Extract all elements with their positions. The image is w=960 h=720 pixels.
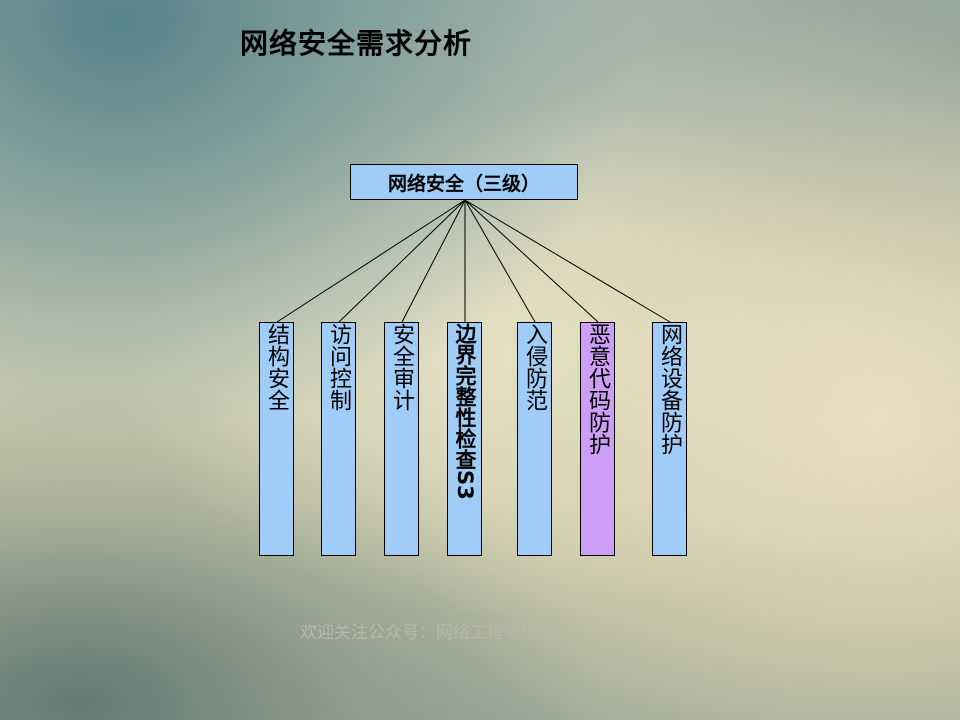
- node-malicious-code-protection: 恶意代码防护: [580, 322, 615, 556]
- node-label: 结构安全: [264, 323, 289, 411]
- node-structure-security: 结构安全: [259, 322, 294, 556]
- footer-watermark: 欢迎关注公众号：网络工程师阿龙: [300, 623, 555, 643]
- root-node-label: 网络安全（三级）: [387, 172, 540, 195]
- node-label: 安全审计: [389, 323, 414, 411]
- node-label: 访问控制: [326, 323, 351, 411]
- node-access-control: 访问控制: [321, 322, 356, 556]
- node-security-audit: 安全审计: [384, 322, 419, 556]
- node-boundary-integrity-check: 边界完整性检查S3: [447, 322, 482, 556]
- connector-line: [276, 199, 466, 323]
- node-label: 入侵防范: [522, 323, 547, 411]
- connector-line: [401, 199, 466, 323]
- connector-line: [464, 199, 536, 323]
- node-intrusion-prevention: 入侵防范: [517, 322, 552, 556]
- connector-line: [464, 199, 671, 323]
- node-label: 边界完整性检查S3: [453, 323, 477, 500]
- root-node: 网络安全（三级）: [350, 164, 578, 200]
- node-label: 网络设备防护: [657, 323, 682, 455]
- connector-line: [338, 199, 466, 323]
- node-network-device-protection: 网络设备防护: [652, 322, 687, 556]
- connector-line: [464, 199, 599, 323]
- node-label: 恶意代码防护: [585, 323, 610, 455]
- page-title: 网络安全需求分析: [240, 27, 473, 60]
